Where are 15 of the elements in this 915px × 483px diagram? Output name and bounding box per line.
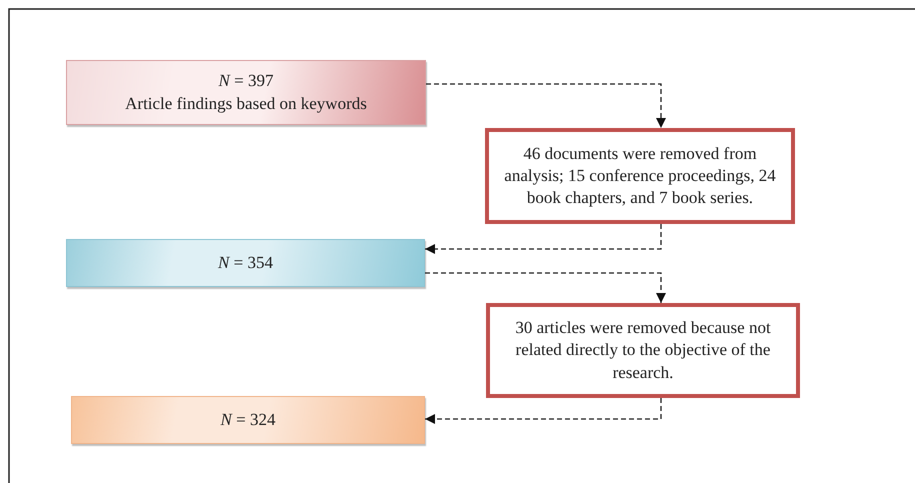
dashed-arrow <box>425 398 662 424</box>
count-box <box>71 396 425 444</box>
box-text: N = 397 <box>218 70 274 92</box>
box-text: 30 articles were removed because not related directly to the objective of the research. <box>514 317 772 384</box>
exclusion-box <box>486 303 800 398</box>
box-text: N = 324 <box>220 408 276 431</box>
box-text: N = 354 <box>218 252 273 274</box>
box-text: 46 documents were removed from analysis; 15 conference proceedings, 24 book chapters, and 7 book series. <box>503 142 777 210</box>
dashed-arrow <box>426 83 666 128</box>
count-box <box>66 239 425 287</box>
exclusion-box <box>485 128 795 224</box>
dashed-arrow <box>425 224 662 254</box>
count-box <box>66 60 426 125</box>
dashed-arrow <box>425 272 666 303</box>
box-text: Article findings based on keywords <box>125 92 367 115</box>
